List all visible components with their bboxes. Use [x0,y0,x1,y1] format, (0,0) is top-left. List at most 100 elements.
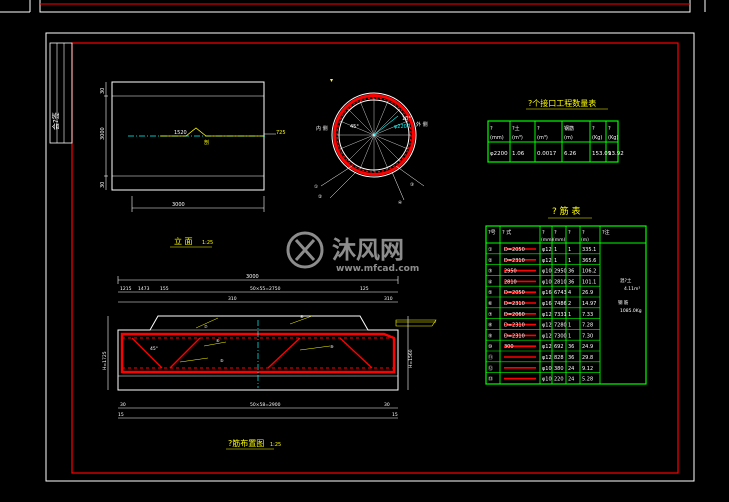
qty-header-cell: ? [592,126,595,132]
layout-dim-310a: 310 [228,296,237,302]
rebar-cell-no: ⑫ [488,365,493,372]
rebar-cell-dia: φ10 [542,279,552,285]
top-sheet-frame [0,0,706,13]
rebar-cell-n: 36 [568,355,574,361]
rebar-note-3: 钢 筋 [618,299,629,306]
rebar-cell-shape: D=2310 [504,301,525,307]
layout-dim-h: H=1725 [102,351,108,370]
elev-callout: 剖 [204,139,209,146]
ring-dim-label: φ2200 [394,124,410,130]
rebar-cell-len: 380 [554,366,564,372]
layout-callout-d: ⑧ [300,314,304,319]
rebar-cell-no: ⑪ [488,354,493,361]
elev-dim-top: 30 [100,88,106,94]
rebar-cell-len: 828 [554,355,564,361]
rebar-header-cell: ? [554,230,557,236]
rebar-cell-dia: φ12 [542,312,552,318]
ring-section: φ2200 10° 45° ① ② ③ ④ 内 侧 外 侧 ▾ [314,77,428,206]
rebar-header-cell: ?号 [488,230,496,236]
watermark-url: www.mfcad.com [336,264,419,274]
elev-dim-1520: 1520 [174,130,187,136]
rebar-subheader-cell: (mm) [541,237,554,243]
layout-dim-total: 3000 [246,274,259,280]
qty-cell: 6.26 [564,151,577,157]
rebar-cell-no: ⑧ [488,323,493,329]
layout-dim-bottom-15b: 15 [392,412,398,418]
layout-dim-155: 155 [160,286,169,292]
layout-dim-bottom-30a: 30 [120,402,126,408]
rebar-cell-no: ⑩ [488,344,493,350]
rebar-cell-total: 29.8 [582,355,593,361]
rebar-cell-n: 1 [568,323,571,329]
rebar-cell-dia: φ12 [542,323,552,329]
qty-header-cell: ? [537,126,540,132]
rebar-subheader-cell: (mm) [553,237,566,243]
layout-dim-310b: 310 [384,296,393,302]
rebar-cell-total: 24.9 [582,344,593,350]
rebar-cell-n: 1 [568,312,571,318]
ring-callout-4: ④ [398,200,402,206]
rebar-cell-total: 7.33 [582,312,593,318]
rebar-cell-len: 7331 [554,312,567,318]
rebar-cell-len: 1 [554,247,557,253]
layout-dim-1473: 1473 [138,286,150,292]
rebar-cell-dia: φ16 [542,290,552,296]
rebar-layout-view: 3000 1215 1473 155 50×55=2750 125 310 31… [102,274,437,450]
rebar-cell-no: ⑬ [488,376,493,383]
rebar-cell-len: 1 [554,258,557,264]
rebar-cell-dia: φ12 [542,333,552,339]
rebar-cell-n: 1 [568,333,571,339]
rebar-cell-total: 7.30 [582,333,593,339]
rebar-header-cell: ? 式 [502,229,511,236]
rebar-cell-shape: D=2050 [504,290,525,296]
rebar-cell-dia: φ10 [542,269,552,275]
elev-dim-725: 725 [276,130,286,136]
elev-dim-width: 3000 [172,202,185,208]
rebar-cell-total: 365.6 [582,258,596,264]
rebar-cell-len: 7280 [554,323,567,329]
quantity-table: ?个接口工程数量表 ?(mm)?土(m³)?(m³)钢筋(m)?(Kg)?(Kg… [487,98,624,163]
rebar-cell-n: 1 [568,258,571,264]
qty-header-unit: (m³) [512,135,523,141]
rebar-cell-n: 36 [568,279,574,285]
rebar-cell-no: ④ [488,279,493,285]
rebar-cell-shape: 300 [504,344,514,350]
rebar-cell-len: 6743 [554,290,567,296]
layout-dim-bottom-30b: 30 [384,402,390,408]
rebar-table-title: ? 筋 表 [552,205,581,217]
rebar-cell-n: 2 [568,301,571,307]
qty-cell: 1.06 [512,151,525,157]
rebar-cell-len: 220 [554,377,564,383]
rebar-note-2: 4.11m³ [624,286,640,292]
qty-header-cell: ? [608,126,611,132]
rebar-cell-shape: D=2050 [504,247,525,253]
ring-top-mark: ▾ [330,77,333,84]
rebar-cell-n: 36 [568,344,574,350]
qty-cell: φ2200 [490,151,508,157]
rebar-note-4: 1085.0Kg [620,308,642,314]
ring-angle-label: 10° [402,116,411,122]
rebar-cell-shape: 2950 [504,269,517,275]
rebar-cell-no: ⑦ [488,312,493,318]
sheet-frame: 会?签 [45,32,695,482]
layout-callout-e: ⑨ [330,344,334,349]
rebar-header-cell: ? [568,230,571,236]
rebar-cell-shape: 2810 [504,279,517,285]
rebar-cell-n: 24 [568,366,574,372]
qty-cell: 153.09 [592,151,612,157]
qty-header-unit: (m) [564,135,573,141]
qty-header-unit: (m³) [537,135,548,141]
rebar-cell-total: 106.2 [582,269,596,275]
rebar-cell-no: ⑥ [488,301,493,307]
rebar-cell-dia: φ12 [542,258,552,264]
qty-header-unit: (Kg) [608,135,618,141]
rebar-cell-dia: φ12 [542,344,552,350]
rebar-cell-no: ⑤ [488,290,492,296]
layout-dim-1215: 1215 [120,286,132,292]
layout-callout-c: ⑤ [220,358,224,363]
rebar-cell-total: 335.1 [582,247,596,253]
ring-callout-1: ① [314,184,318,190]
watermark: 沐风网 www.mfcad.com [286,231,419,274]
rebar-cell-dia: φ10 [542,366,552,372]
